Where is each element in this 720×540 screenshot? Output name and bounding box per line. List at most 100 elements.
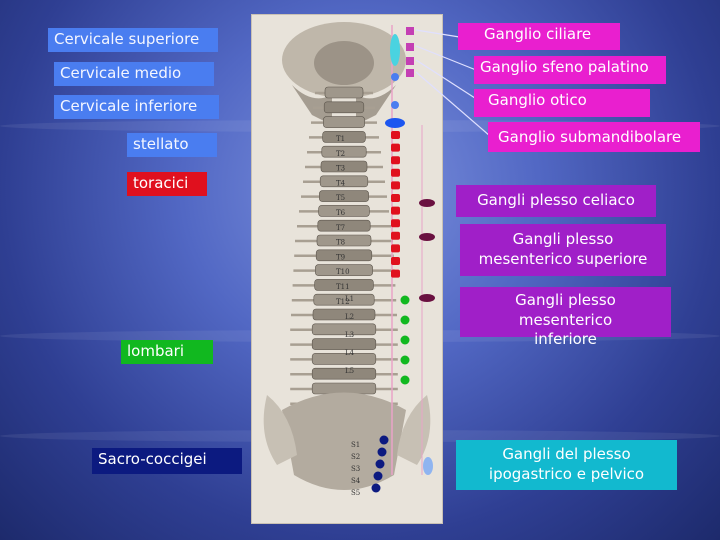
vertebra [318, 205, 370, 217]
thoracic-ganglion-dot [391, 181, 400, 190]
thoracic-vertebra-label: T10 [336, 268, 350, 276]
vertebra [314, 279, 374, 291]
lumbar-vertebra-label: L3 [345, 331, 354, 339]
pelvis-left [263, 395, 297, 465]
sacral-ganglion-dot [377, 447, 387, 457]
thoracic-vertebra-label: T1 [336, 135, 345, 143]
pelvic-ganglion [423, 457, 433, 475]
vertebra [319, 190, 369, 202]
sympathetic-chain [371, 25, 435, 493]
thoracic-vertebra-label: T11 [336, 283, 350, 291]
vertebra [311, 353, 377, 365]
label-ganglio-sfeno-palatino: Ganglio sfeno palatino [474, 56, 666, 84]
label-ganglio-otico: Ganglio otico [474, 89, 650, 117]
cranial-ganglion-marker [406, 27, 414, 35]
vertebra [324, 86, 364, 99]
thoracic-vertebra-label: T6 [336, 209, 346, 217]
vertebra [320, 160, 368, 173]
thoracic-vertebra-label: T12 [336, 298, 350, 306]
thoracic-vertebra-label: T7 [336, 224, 345, 232]
vertebra [315, 249, 373, 262]
thoracic-vertebra-label: T8 [336, 239, 345, 247]
vertebra [312, 308, 376, 321]
sacral-vertebra-label: S3 [351, 465, 360, 473]
label-sacro-coccigei: Sacro-coccigei [92, 448, 242, 474]
vertebra [311, 367, 377, 380]
thoracic-vertebra-label: T5 [336, 194, 345, 202]
sacral-ganglion-dot [373, 471, 383, 481]
vertebra [311, 338, 377, 350]
sacral-vertebra-label: S1 [351, 441, 360, 449]
superior-cervical-ganglion [390, 34, 400, 66]
occipital-bone [314, 41, 374, 85]
label-ganglio-submandibolare: Ganglio submandibolare [488, 122, 700, 152]
thoracic-vertebra-label: T3 [336, 165, 345, 173]
label-gangli-mesenterico-inferiore: Gangli plesso mesenterico inferiore [460, 287, 671, 348]
label-toracici: toracici [127, 172, 207, 196]
label-gangli-plesso-ipogastrico: Gangli del plesso ipogastrico e pelvico [456, 440, 677, 490]
vertebra [317, 219, 371, 232]
celiac-ganglion [419, 199, 435, 207]
inferior-mesenteric-ganglion [419, 294, 435, 302]
cervical-process-right [356, 85, 396, 125]
sacrum [282, 392, 406, 490]
cranial-ganglion-marker [406, 69, 414, 77]
label-ganglio-ciliare: Ganglio ciliare [458, 23, 620, 50]
sacral-vertebra-label: S4 [351, 477, 361, 485]
cranial-ganglion-marker [406, 43, 414, 51]
thoracic-ganglion-dot [391, 194, 400, 202]
lumbar-vertebra-label: L4 [345, 349, 355, 357]
vertebra [311, 323, 377, 336]
lumbar-ganglion-dot [400, 375, 410, 385]
lumbar-vertebra-label: L5 [345, 367, 354, 375]
thoracic-ganglion-dot [391, 206, 400, 215]
thoracic-vertebra-label: T9 [336, 253, 345, 261]
thoracic-ganglion-dot [391, 244, 400, 253]
lumbar-ganglion-dot [400, 315, 410, 325]
lumbar-ganglion-dot [400, 335, 410, 345]
cervical-process-left [292, 85, 332, 125]
thoracic-ganglion-dot [391, 269, 400, 278]
superior-mesenteric-ganglion [419, 233, 435, 241]
label-cervicale-superiore: Cervicale superiore [48, 28, 218, 52]
lumbar-ganglion-dot [400, 355, 410, 365]
thoracic-ganglion-dot [391, 131, 400, 139]
middle-cervical-ganglion [391, 73, 399, 81]
label-gangli-mesenterico-superiore: Gangli plesso mesenterico superiore [460, 224, 666, 276]
sacral-ganglia [371, 435, 389, 493]
sacral-ganglion-dot [375, 459, 385, 469]
thoracic-ganglion-dot [391, 143, 400, 152]
sacral-vertebra-label: S5 [351, 489, 360, 497]
spine-svg: T1T2T3T4T5T6T7T8T9T10T11T12L1L2L3L4L5S1S… [263, 22, 435, 497]
vertebra [313, 293, 375, 306]
vertebra-label-group: T1T2T3T4T5T6T7T8T9T10T11T12L1L2L3L4L5S1S… [336, 135, 361, 497]
stellate-ganglion [385, 118, 405, 128]
label-gangli-plesso-celiaco: Gangli plesso celiaco [456, 185, 656, 217]
thoracic-vertebra-label: T4 [336, 179, 346, 187]
label-lombari: lombari [121, 340, 213, 364]
lumbar-vertebra-label: L1 [345, 295, 354, 303]
thoracic-ganglion-dot [391, 168, 400, 177]
thoracic-ganglion-dot [391, 156, 400, 165]
label-cervicale-inferiore: Cervicale inferiore [54, 95, 219, 119]
vertebra [316, 234, 372, 247]
thoracic-ganglion-dot [391, 257, 400, 265]
lumbar-vertebra-label: L2 [345, 313, 354, 321]
thoracic-ganglion-dot [391, 231, 400, 240]
thoracic-ganglia [391, 131, 400, 278]
thoracic-ganglion-dot [391, 219, 400, 228]
label-cervicale-medio: Cervicale medio [54, 62, 214, 86]
vertebra [315, 264, 373, 276]
vertebra [311, 382, 377, 395]
vertebra [323, 101, 365, 114]
cranial-ganglion-marker [406, 57, 414, 65]
label-stellato: stellato [127, 133, 217, 157]
inferior-cervical-ganglion [391, 101, 399, 109]
sacral-vertebra-label: S2 [351, 453, 360, 461]
lumbar-ganglion-dot [400, 295, 410, 305]
thoracic-vertebra-label: T2 [336, 150, 345, 158]
vertebra [322, 131, 366, 143]
vertebra [323, 116, 365, 128]
sacral-ganglion-dot [371, 483, 381, 493]
